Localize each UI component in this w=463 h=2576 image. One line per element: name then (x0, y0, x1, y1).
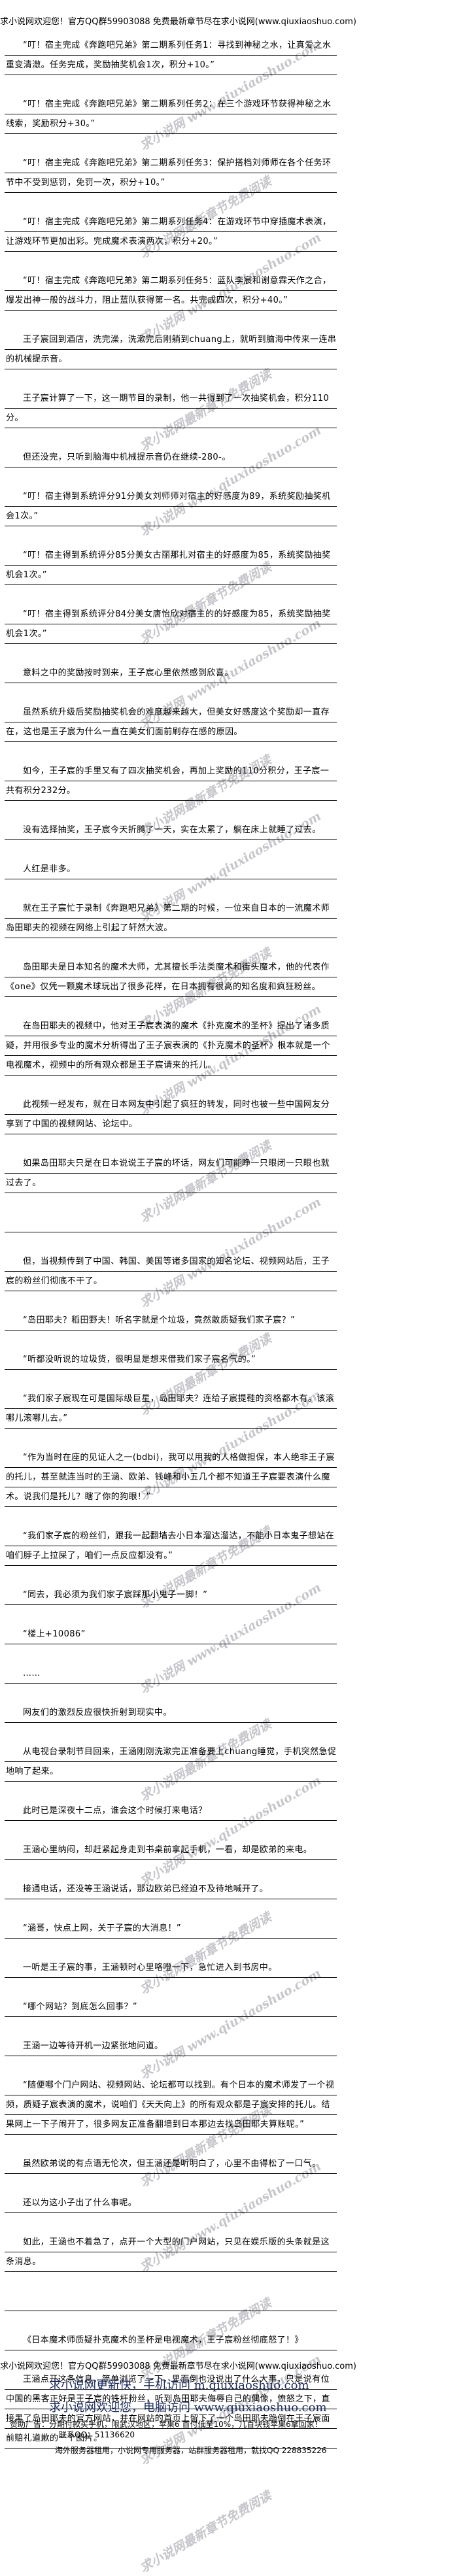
footer-welcome-banner: 求小说网欢迎您！官方QQ群59903088 免费最新章节尽在求小说网(www.q… (0, 2362, 356, 2371)
paragraph: “作为当时在座的见证人之一(bdbi)，我可以用我的人格做担保，本人绝非王子宸的… (5, 1448, 337, 1507)
chapter-content: “叮！宿主完成《奔跑吧兄弟》第二期系列任务1：寻找到神秘之水，让真爱之水重变清澈… (5, 36, 337, 2468)
paragraph: “叮！宿主得到系统评分91分美女刘师师对宿主的好感度为89，系统奖励抽奖机会1次… (5, 487, 337, 526)
paragraph: 王涵点开这条信息，简单浏览了一下，里面倒也没说出了什么大事，只是说有位中国的黑客… (5, 2370, 337, 2449)
paragraph: “叮！宿主完成《奔跑吧兄弟》第二期系列任务1：寻找到神秘之水，让真爱之水重变清澈… (5, 36, 337, 75)
paragraph: 但还没完，只听到脑海中机械提示音仍在继续-280-。 (5, 448, 337, 467)
paragraph: “我们家子宸的粉丝们，跟我一起翻墙去小日本溜达溜达，不能小日本鬼子想站在咱们脖子… (5, 1527, 337, 1566)
paragraph: “听都没听说的垃圾货，很明显是想来借我们家子宸名气的。” (5, 1350, 337, 1370)
paragraph: “楼上+10086” (5, 1625, 337, 1644)
paragraph: 岛田耶夫是日本知名的魔术大师，尤其擅长手法类魔术和街头魔术，他的代表作《one》… (5, 958, 337, 997)
paragraph: 还以为这小子出了什么事呢。 (5, 2194, 337, 2213)
paragraph: 在岛田耶夫的视频中，他对王子宸表演的魔术《扑克魔术的圣杯》提出了诸多质疑，并用很… (5, 1017, 337, 1076)
paragraph: “叮！宿主得到系统评分84分美女唐怡欣对宿主的的好感度为85，系统奖励抽奖机会1… (5, 605, 337, 644)
paragraph: 王子宸回到酒店，洗完澡，洗漱完后刚躺到chuang上，就听到脑海中传来一连串的机… (5, 330, 337, 369)
paragraph: “哪个网站？到底怎么回事？” (5, 1997, 337, 2017)
paragraph: “叮！宿主完成《奔跑吧兄弟》第二期系列任务3：保护搭档刘师师在各个任务环节中不受… (5, 154, 337, 193)
paragraph: 王子宸计算了一下，这一期节目的录制，他一共得到了一次抽奖机会，积分110分。 (5, 389, 337, 428)
mobile-site-link[interactable]: 求小说网更新快，手机访问 m.qiuxiaoshuo.com (49, 2379, 309, 2392)
empty-line (5, 1213, 337, 1232)
watermark-slogan: 求小说网最新章节免费阅读 (137, 2488, 274, 2576)
site-footer: 求小说网欢迎您！官方QQ群59903088 免费最新章节尽在求小说网(www.q… (0, 2359, 463, 2456)
paragraph: “叮！宿主得到系统评分85分美女古丽那扎对宿主的好感度为85，系统奖励抽奖机会1… (5, 546, 337, 585)
paragraph: 就在王子宸忙于录制《奔跑吧兄弟》第二期的时候，一位来自日本的一流魔术师岛田耶夫的… (5, 899, 337, 938)
paragraph: 如今，王子宸的手里又有了四次抽奖机会，再加上奖励的110分积分，王子宸一共有积分… (5, 762, 337, 801)
paragraph: 没有选择抽奖，王子宸今天折腾了一天，实在太累了，躺在床上就睡了过去。 (5, 821, 337, 840)
paragraph: “随便哪个门户网站、视频网站、论坛都可以找到。有个日本的魔术师发了一个视频，质疑… (5, 2076, 337, 2135)
paragraph: 王涵一边等待开机一边紧张地问道。 (5, 2037, 337, 2056)
paragraph: “叮！宿主完成《奔跑吧兄弟》第二期系列任务2：在三个游戏环节获得神秘之水线索，奖… (5, 95, 337, 134)
paragraph: 《日本魔术师质疑扑克魔术的圣杯是电视魔术，王子宸粉丝彻底怒了！》 (5, 2331, 337, 2350)
paragraph: 接通电话，还没等王涵说话，那边欧弟已经迫不及待地喊开了。 (5, 1880, 337, 1899)
paragraph: 如此，王涵也不着急了，点开一个大型的门户网站，只见在娱乐版的头条就是这条消息。 (5, 2233, 337, 2272)
paragraph: “叮！宿主完成《奔跑吧兄弟》第二期系列任务5：蓝队李宸和谢意霖天作之合，爆发出神… (5, 271, 337, 311)
paragraph: 网友们的激烈反应很快折射到现实中。 (5, 1703, 337, 1723)
paragraph: 此时已是深夜十二点，谁会这个时候打来电话？ (5, 1801, 337, 1821)
sponsor-ad: 赞助广告：分期付款买手机，限武汉地区，苹果6 首付低至10%，几百块钱苹果6拿回… (10, 2420, 322, 2429)
paragraph: 如果岛田耶夫只是在日本说说王子宸的坏话，网友们可能睁一只眼闭一只眼也就过去了。 (5, 1154, 337, 1193)
paragraph: “岛田耶夫？稻田野夫！听名字就是个垃圾，竟然敢质疑我们家子宸？” (5, 1311, 337, 1330)
paragraph: 但，当视频传到了中国、韩国、美国等诸多国家的知名论坛、视频网站后，王子宸的粉丝们… (5, 1252, 337, 1291)
sponsor-ad-contact: 联系QQ：51136620 (59, 2430, 135, 2439)
paragraph: 虽然欧弟说的有点语无伦次，但王涵还是听明白了，心里不由得松了一口气。 (5, 2154, 337, 2174)
desktop-site-link[interactable]: 求小说网欢迎您，电脑访问 www.qiuxiaoshuo.com (49, 2401, 327, 2415)
paragraph: …… (5, 1664, 337, 1684)
site-welcome-banner: 求小说网欢迎您！官方QQ群59903088 免费最新章节尽在求小说网(www.q… (0, 17, 356, 27)
paragraph: “叮！宿主完成《奔跑吧兄弟》第二期系列任务4：在游戏环节中穿插魔术表演，让游戏环… (5, 212, 337, 252)
paragraph: 虽然系统升级后奖励抽奖机会的难度越来越大，但美女好感度这个奖励却一直存在，这也是… (5, 703, 337, 742)
paragraph: 意料之中的奖励按时到来，王子宸心里依然感到欣喜。 (5, 664, 337, 683)
paragraph: 此视频一经发布，就在日本网友中引起了疯狂的转发，同时也被一些中国网友分享到了中国… (5, 1095, 337, 1134)
server-rental-ad: 海外服务器租用，小说网专用服务器，站群服务器租用，就找QQ 228835226 (55, 2446, 327, 2455)
paragraph: 从电视台录制节目回来，王涵刚刚洗漱完正准备要上chuang睡觉，手机突然急促地响… (5, 1742, 337, 1782)
paragraph: “涵哥，快点上网，关于子宸的大消息！” (5, 1919, 337, 1939)
paragraph: 一听是王子宸的事，王涵顿时心里咯噔一下，急忙进入到书房中。 (5, 1958, 337, 1978)
paragraph: “我们家子宸现在可是国际级巨星，岛田耶夫？连给子宸提鞋的资格都木有。该滚哪儿滚哪… (5, 1389, 337, 1429)
paragraph: 王涵心里纳闷，却赶紧起身走到书桌前拿起手机，一看，却是欧弟的来电。 (5, 1840, 337, 1860)
paragraph: “同去，我必须为我们家子宸踩那小鬼子一脚！” (5, 1585, 337, 1605)
paragraph: 人红是非多。 (5, 860, 337, 879)
empty-line (5, 2292, 337, 2311)
